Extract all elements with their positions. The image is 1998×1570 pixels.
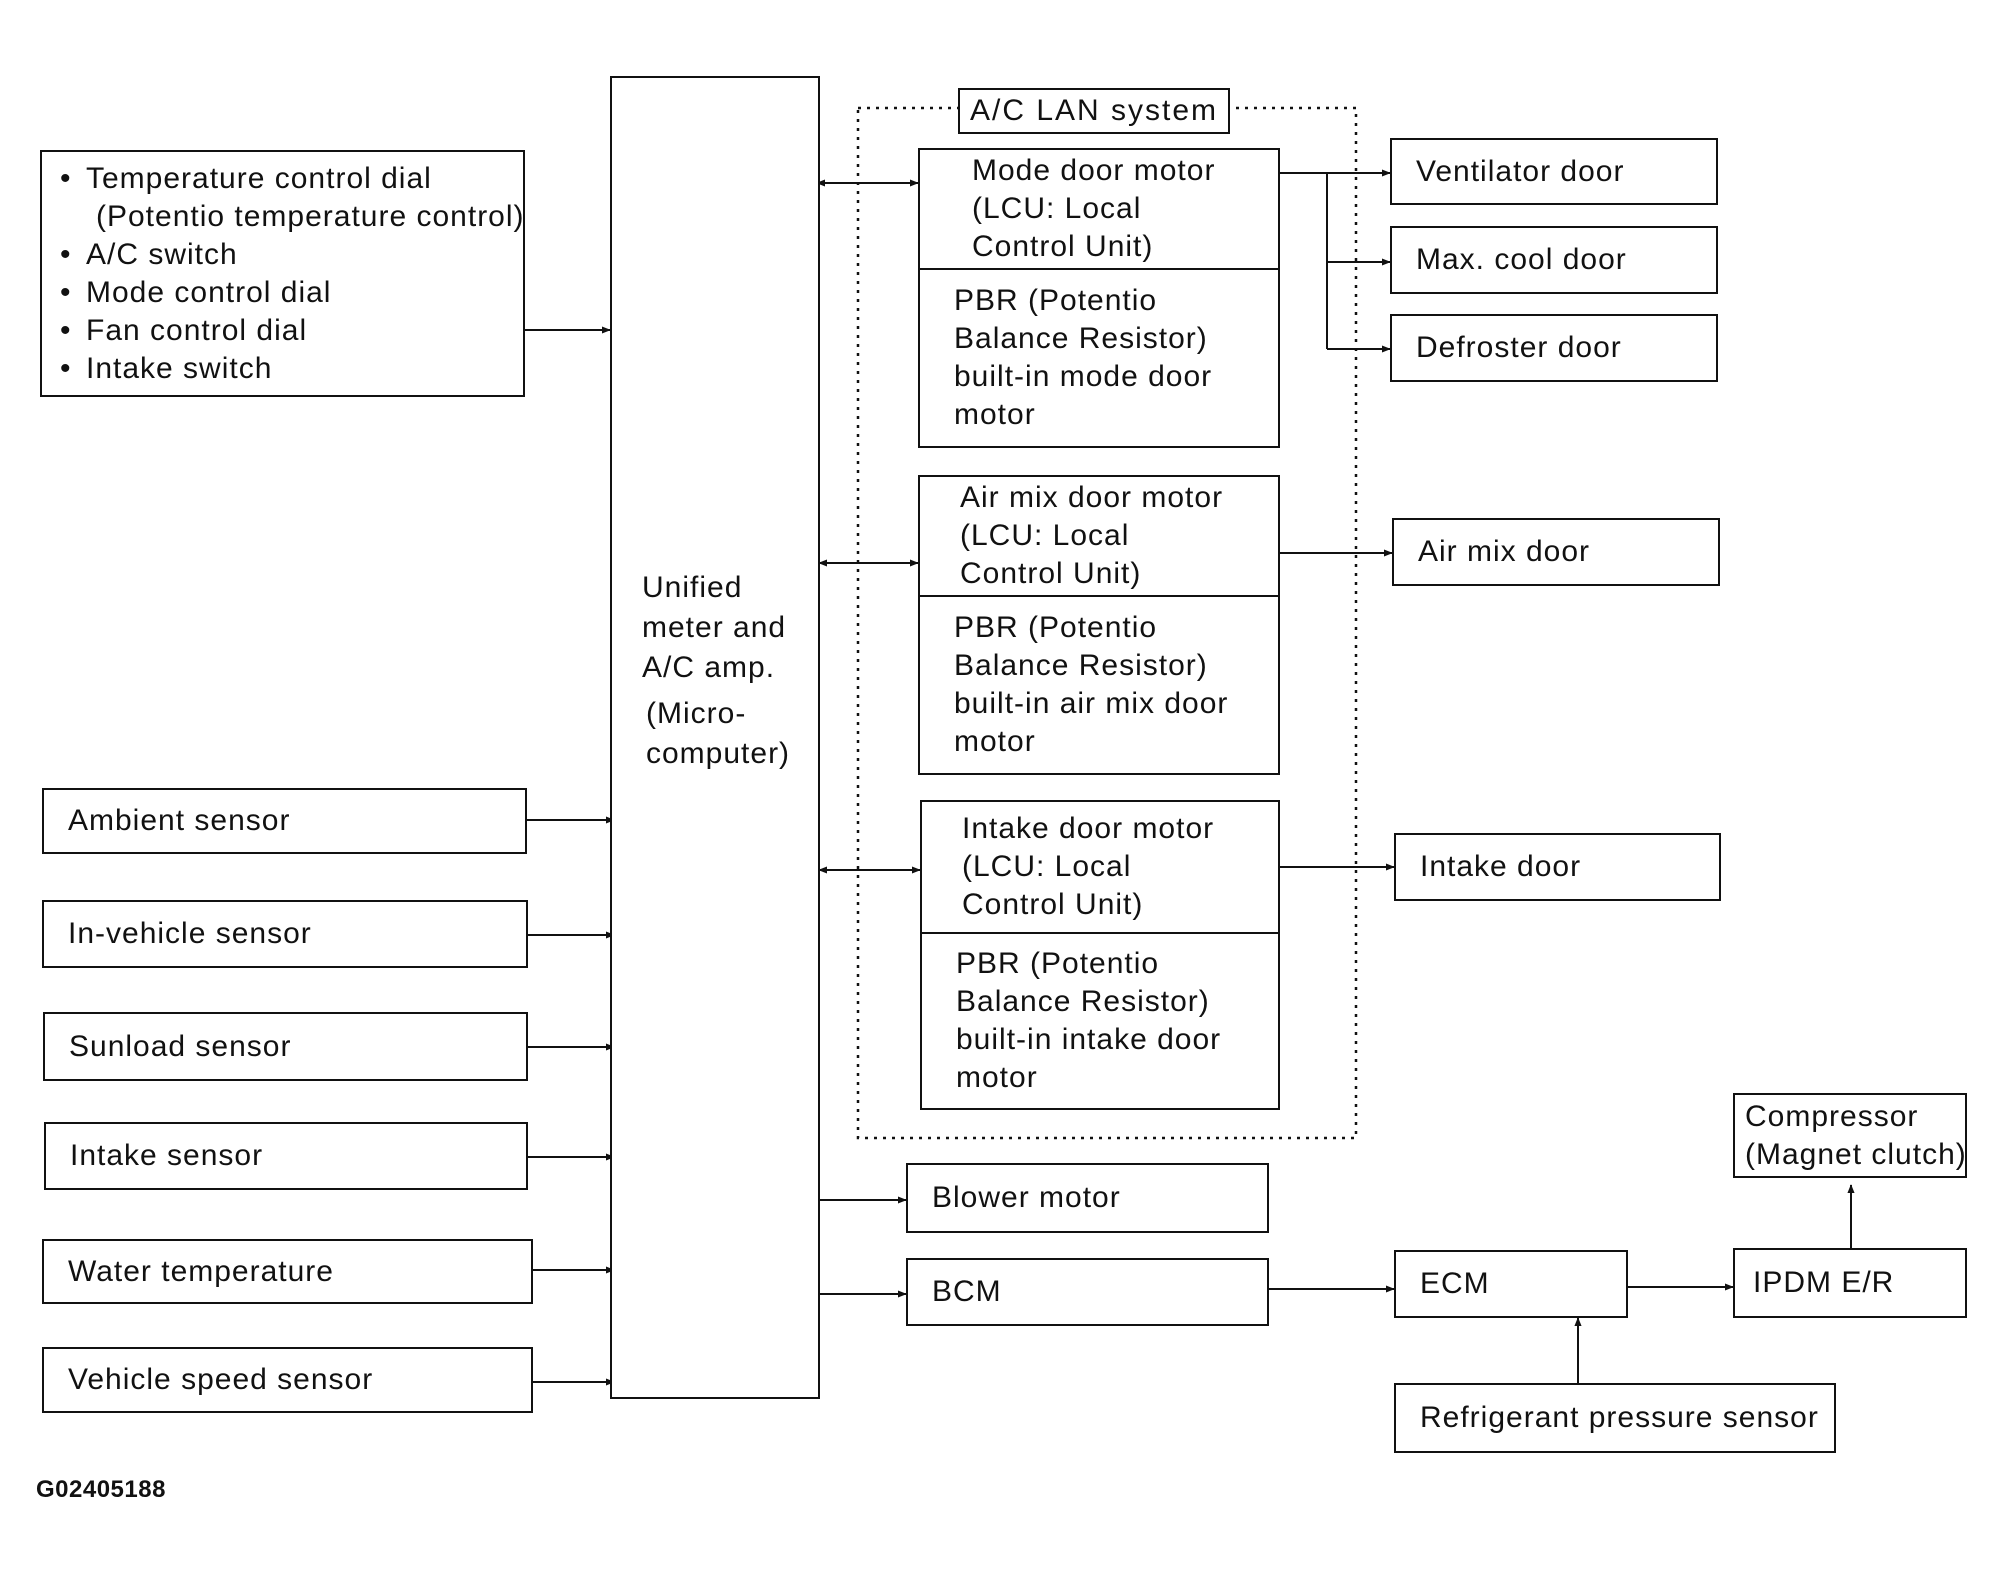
mode-motor-pbr-line: built-in mode door [954, 360, 1213, 393]
airmix-motor-pbr-line: Balance Resistor) [954, 649, 1208, 682]
mode-motor-pbr-line: Balance Resistor) [954, 322, 1208, 355]
intake-door-box: Intake door [1394, 833, 1721, 901]
mode-motor-pbr-line: motor [954, 398, 1036, 431]
water-temperature-box: Water temperature [42, 1239, 533, 1304]
control-item-sub: (Potentio temperature control) [96, 199, 525, 233]
airmix-motor-lcu-line: (LCU: Local [960, 519, 1130, 552]
mode-motor-lcu-line: (LCU: Local [972, 192, 1142, 225]
ecm-label: ECM [1420, 1267, 1490, 1300]
airmix-motor-pbr-line: PBR (Potentio [954, 611, 1158, 644]
ambient-sensor-label: Ambient sensor [68, 804, 291, 837]
intake-sensor-label: Intake sensor [70, 1139, 264, 1172]
ecm-box: ECM [1394, 1250, 1628, 1318]
mode-motor-lcu-line: Mode door motor [972, 154, 1216, 187]
amp-label-line: Unified [642, 571, 743, 604]
ventilator-door-box: Ventilator door [1390, 138, 1718, 205]
airmix-motor-pbr-line: built-in air mix door [954, 687, 1229, 720]
sunload-sensor-box: Sunload sensor [43, 1012, 528, 1081]
intake-motor-pbr-line: PBR (Potentio [956, 947, 1160, 980]
water-temperature-label: Water temperature [68, 1254, 334, 1288]
intake-motor-pbr-line: built-in intake door [956, 1023, 1222, 1056]
in-vehicle-sensor-label: In-vehicle sensor [68, 917, 312, 950]
defroster-door-box: Defroster door [1390, 314, 1718, 382]
amp-label-line: (Micro- [646, 697, 747, 730]
air-mix-door-label: Air mix door [1418, 535, 1591, 568]
intake-door-motor-box: Intake door motor (LCU: Local Control Un… [920, 800, 1280, 1110]
defroster-door-label: Defroster door [1416, 331, 1622, 364]
controls-box: Temperature control dial (Potentio tempe… [40, 150, 525, 397]
lan-system-boundary [856, 106, 1358, 1140]
ventilator-door-label: Ventilator door [1416, 154, 1625, 188]
control-item: A/C switch [56, 236, 509, 274]
control-item: Fan control dial [56, 312, 509, 350]
mode-motor-pbr-line: PBR (Potentio [954, 284, 1158, 317]
unified-amp-box: Unified meter and A/C amp. (Micro- compu… [610, 76, 820, 1399]
max-cool-door-label: Max. cool door [1416, 243, 1627, 276]
air-mix-door-box: Air mix door [1392, 518, 1720, 586]
intake-motor-pbr-line: Balance Resistor) [956, 985, 1210, 1018]
bcm-label: BCM [932, 1275, 1002, 1308]
refrigerant-pressure-sensor-box: Refrigerant pressure sensor [1394, 1383, 1836, 1453]
mode-door-motor-box: Mode door motor (LCU: Local Control Unit… [918, 148, 1280, 448]
airmix-motor-pbr-line: motor [954, 725, 1036, 758]
in-vehicle-sensor-box: In-vehicle sensor [42, 900, 528, 968]
compressor-box: Compressor (Magnet clutch) [1733, 1093, 1967, 1178]
sunload-sensor-label: Sunload sensor [69, 1029, 292, 1063]
bcm-box: BCM [906, 1258, 1269, 1326]
intake-door-label: Intake door [1420, 850, 1582, 883]
lan-system-label: A/C LAN system [958, 88, 1230, 134]
ipdm-er-label: IPDM E/R [1753, 1266, 1895, 1299]
airmix-door-motor-box: Air mix door motor (LCU: Local Control U… [918, 475, 1280, 775]
amp-label-line: computer) [646, 737, 791, 770]
airmix-motor-lcu-line: Air mix door motor [960, 481, 1224, 514]
control-item: Mode control dial [56, 274, 509, 312]
ipdm-er-box: IPDM E/R [1733, 1248, 1967, 1318]
blower-motor-box: Blower motor [906, 1163, 1269, 1233]
refrigerant-pressure-sensor-label: Refrigerant pressure sensor [1420, 1401, 1819, 1434]
max-cool-door-box: Max. cool door [1390, 226, 1718, 294]
mode-motor-lcu-line: Control Unit) [972, 230, 1154, 263]
airmix-motor-lcu-line: Control Unit) [960, 557, 1142, 590]
intake-motor-lcu-line: (LCU: Local [962, 850, 1132, 883]
vehicle-speed-sensor-label: Vehicle speed sensor [68, 1363, 374, 1396]
control-item: Intake switch [56, 350, 509, 388]
intake-sensor-box: Intake sensor [44, 1122, 528, 1190]
vehicle-speed-sensor-box: Vehicle speed sensor [42, 1347, 533, 1413]
ambient-sensor-box: Ambient sensor [42, 788, 527, 854]
figure-code: G02405188 [36, 1476, 166, 1503]
compressor-label-line: Compressor [1745, 1099, 1919, 1133]
controls-list: Temperature control dial (Potentio tempe… [56, 160, 525, 388]
compressor-label-line: (Magnet clutch) [1745, 1137, 1967, 1171]
intake-motor-pbr-line: motor [956, 1061, 1038, 1094]
intake-motor-lcu-line: Intake door motor [962, 812, 1215, 845]
amp-label-line: meter and [642, 611, 787, 644]
control-item: Temperature control dial [56, 160, 509, 198]
intake-motor-lcu-line: Control Unit) [962, 888, 1144, 921]
amp-label-line: A/C amp. [642, 651, 776, 684]
blower-motor-label: Blower motor [932, 1181, 1121, 1214]
